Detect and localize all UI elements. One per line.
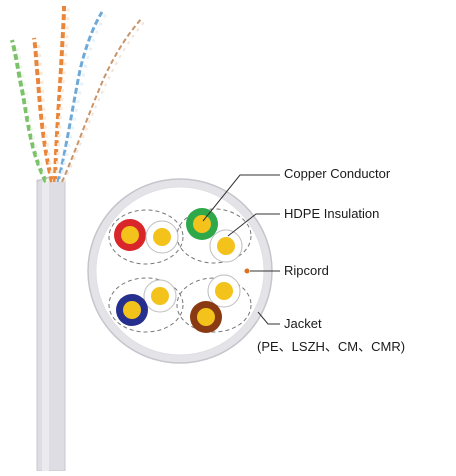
leader-copper-conductor (202, 174, 280, 222)
wire-green-white (14, 41, 50, 183)
leader-hdpe-insulation (227, 213, 280, 237)
leader-lines (202, 174, 280, 325)
leader-jacket (257, 311, 280, 325)
wire-orange-2 (53, 5, 66, 183)
label-hdpe-insulation: HDPE Insulation (284, 206, 380, 221)
ripcord-dot (244, 268, 250, 274)
wire-green (10, 39, 48, 183)
wire-blue (56, 11, 104, 183)
wire-orange-1 (32, 37, 54, 183)
jacket-inner-area (95, 186, 265, 356)
cross-section (87, 178, 273, 364)
brown-conductor (197, 308, 215, 326)
twisted-pair-wires (10, 5, 147, 183)
green-mate-conductor (217, 237, 235, 255)
pair-group-brown (176, 277, 252, 333)
red-mate-conductor (153, 228, 171, 246)
wire-brown (61, 17, 143, 183)
label-ripcord: Ripcord (284, 263, 329, 278)
blue-mate-conductor (151, 287, 169, 305)
green-conductor (193, 215, 211, 233)
red-conductor (121, 226, 139, 244)
wire-orange-white-2 (55, 7, 70, 183)
blue-conductor (123, 301, 141, 319)
pair-group-blue (108, 277, 184, 333)
label-jacket: Jacket (284, 316, 322, 331)
pair-group-red (108, 209, 184, 265)
cable-jacket-body (36, 179, 66, 472)
brown-mate-conductor (215, 282, 233, 300)
cable-jacket-highlight (42, 180, 49, 471)
label-copper-conductor: Copper Conductor (284, 166, 391, 181)
wire-brown-white (63, 19, 147, 183)
label-jacket-materials: (PE、LSZH、CM、CMR) (257, 339, 406, 354)
